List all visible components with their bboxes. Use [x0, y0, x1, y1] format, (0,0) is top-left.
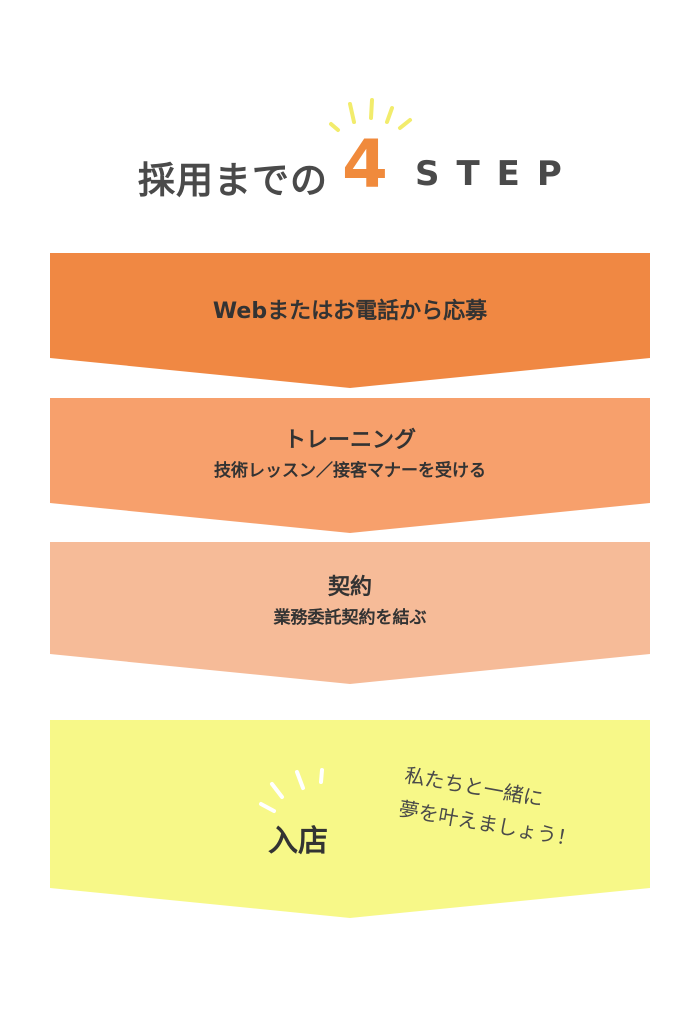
step-3: 契約 業務委託契約を結ぶ	[50, 542, 650, 684]
step-2: トレーニング 技術レッスン／接客マナーを受ける	[50, 398, 650, 533]
sparkle-rays-icon	[259, 768, 324, 813]
step-3-arrow-shape	[50, 542, 650, 684]
step-1: Webまたはお電話から応募	[50, 253, 650, 388]
step-2-arrow-shape	[50, 398, 650, 533]
step-3-label: 契約	[327, 575, 372, 600]
title-step-word: STEP	[415, 154, 579, 194]
step-count: 4	[342, 126, 388, 203]
step-4-arrow-shape	[50, 720, 650, 918]
page-title: 採用までの	[138, 159, 328, 202]
step-4-label: 入店	[268, 824, 328, 859]
step-2-label: トレーニング	[283, 428, 416, 453]
step-3-sublabel: 業務委託契約を結ぶ	[273, 608, 427, 628]
step-4: 入店	[50, 720, 650, 918]
sparkle-rays-icon	[329, 98, 412, 132]
step-1-label: Webまたはお電話から応募	[212, 299, 488, 324]
step-2-sublabel: 技術レッスン／接客マナーを受ける	[214, 461, 486, 481]
step-1-arrow-shape	[50, 253, 650, 388]
